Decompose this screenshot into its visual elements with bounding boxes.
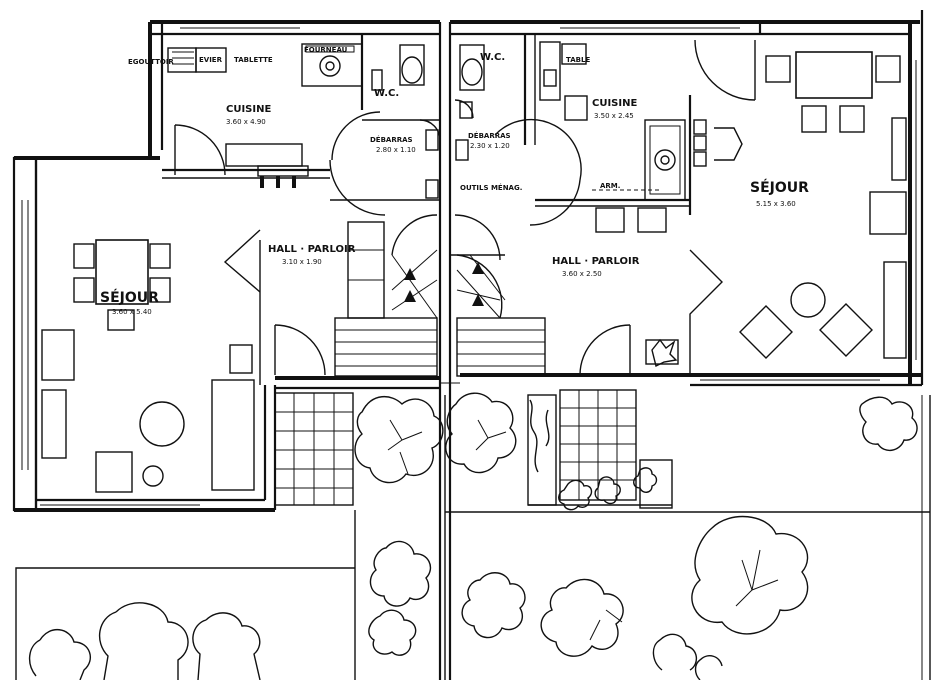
label-right-outils: OUTILS MÉNAG. (460, 183, 522, 192)
label-left-wc: W.C. (374, 88, 399, 99)
label-left-debarras: DÉBARRAS (370, 135, 413, 144)
label-left-fourneau: FOURNEAU (304, 46, 348, 54)
label-left-evier: EVIER (199, 56, 223, 64)
staircase-left (334, 214, 438, 377)
label-left-hall-dim: 3.10 x 1.90 (282, 258, 322, 266)
label-left-cuisine-dim: 3.60 x 4.90 (226, 118, 266, 126)
room-labels: SÉJOUR 3.60 x 5.40 CUISINE 3.60 x 4.90 H… (100, 46, 809, 316)
structural-walls (12, 10, 924, 680)
label-left-debarras-dim: 2.80 x 1.10 (376, 146, 416, 154)
label-left-sejour-dim: 3.60 x 5.40 (112, 308, 152, 316)
label-right-hall: HALL · PARLOIR (552, 256, 640, 267)
paving-left (274, 392, 354, 506)
furniture-left (41, 43, 439, 493)
label-right-arm: ARM. (600, 182, 620, 190)
label-right-wc: W.C. (480, 52, 505, 63)
furniture-right (455, 41, 907, 368)
label-left-cuisine: CUISINE (226, 104, 271, 115)
staircase-right (456, 254, 546, 377)
label-right-debarras-dim: 2.30 x 1.20 (470, 142, 510, 150)
label-left-tablette: TABLETTE (234, 56, 273, 64)
label-right-cuisine: CUISINE (592, 98, 637, 109)
label-right-sejour-dim: 5.15 x 3.60 (756, 200, 796, 208)
garden-boundaries (15, 395, 931, 680)
doors (174, 39, 756, 376)
paving-right (527, 389, 673, 509)
label-right-sejour: SÉJOUR (750, 179, 809, 196)
garden-shrubs (29, 392, 918, 680)
label-left-sejour: SÉJOUR (100, 289, 159, 306)
windows (21, 27, 917, 506)
label-left-egouttoir: EGOUTTOIR (128, 58, 174, 66)
label-left-hall: HALL · PARLOIR (268, 244, 356, 255)
label-right-cuisine-dim: 3.50 x 2.45 (594, 112, 634, 120)
label-right-hall-dim: 3.60 x 2.50 (562, 270, 602, 278)
label-right-debarras: DÉBARRAS (468, 131, 511, 140)
label-right-table: TABLE (566, 56, 590, 64)
